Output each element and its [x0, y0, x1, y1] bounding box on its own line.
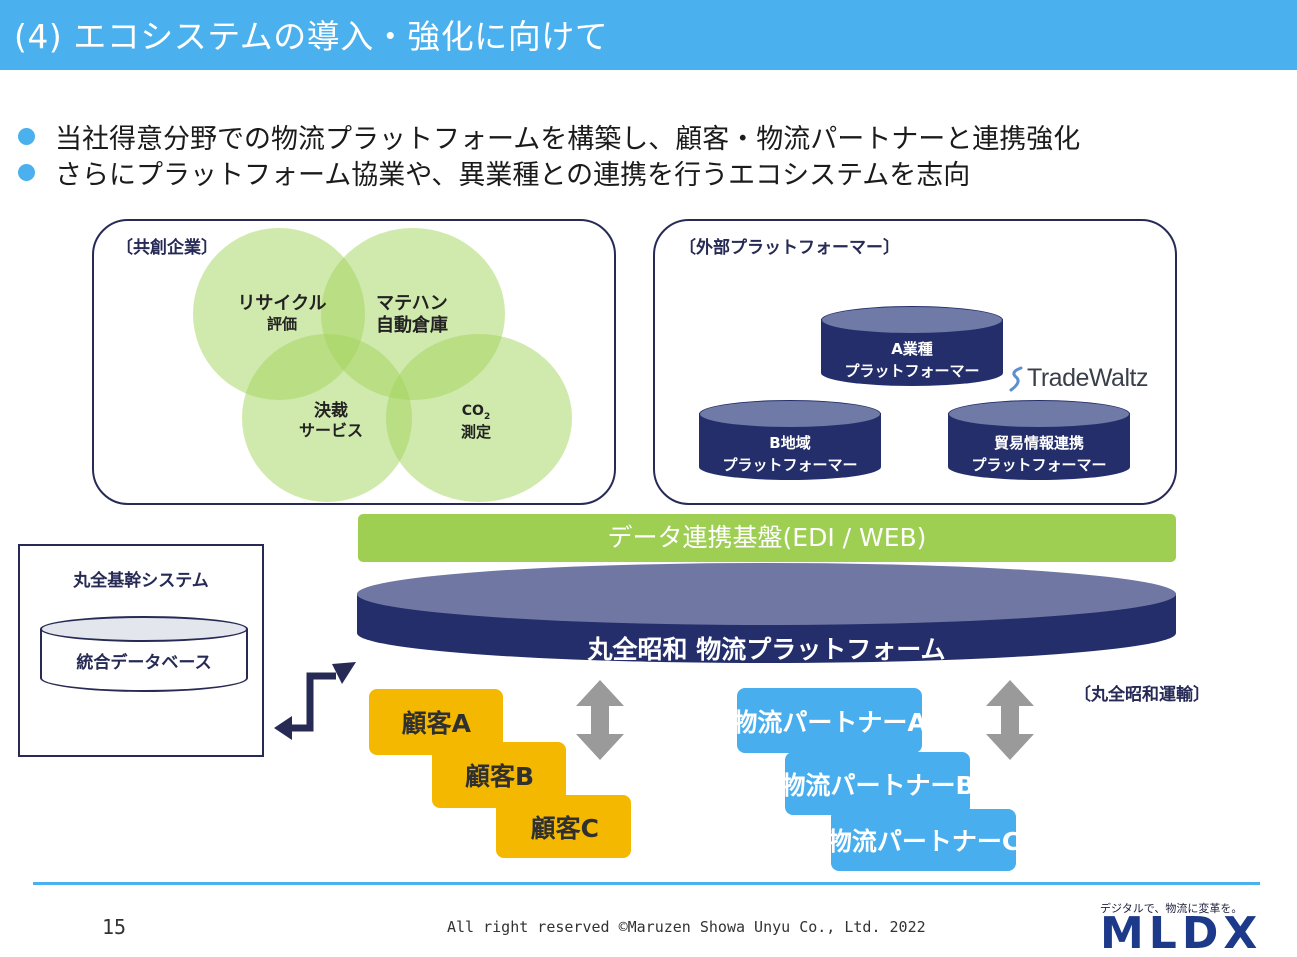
page-number: 15: [102, 915, 127, 939]
bullet-item: 当社得意分野での物流プラットフォームを構築し、顧客・物流パートナーと連携強化: [18, 117, 1080, 156]
core-system-title: 丸全基幹システム: [73, 571, 209, 591]
logistics-platform-top: [357, 563, 1176, 625]
partner-card: 物流パートナーB: [780, 752, 975, 815]
partner-card: 物流パートナーA: [732, 688, 927, 753]
mldx-logo: MLDX: [1100, 908, 1263, 957]
page-title: (4) エコシステムの導入・強化に向けて: [14, 17, 609, 56]
partner-card: 物流パートナーC: [827, 809, 1020, 871]
partner-sync-arrow-icon: [986, 680, 1034, 760]
trade-platform-cylinder: 貿易情報連携 プラットフォーマー: [948, 400, 1130, 480]
logistics-platform-label: 丸全昭和 物流プラットフォーム: [587, 635, 946, 664]
core-system-box: 丸全基幹システム 統合データベース: [18, 544, 264, 757]
edi-data-bar: データ連携基盤(EDI / WEB): [358, 514, 1176, 562]
platform-b-cylinder: B地域 プラットフォーマー: [699, 400, 881, 480]
venn-label-material-handling: マテハン 自動倉庫: [376, 293, 448, 336]
copyright-text: All right reserved ©Maruzen Showa Unyu C…: [447, 918, 926, 936]
integrated-database-cylinder: 統合データベース: [40, 616, 248, 692]
external-platformer-panel: 〔外部プラットフォーマー〕 A業種 プラットフォーマー B地域 プラットフォーマ…: [653, 219, 1177, 505]
venn-circle-co2: [386, 334, 572, 502]
bullet-text: さらにプラットフォーム協業や、異業種との連携を行うエコシステムを志向: [55, 160, 971, 191]
tradewaltz-wave-icon: [1009, 366, 1023, 391]
bullet-item: さらにプラットフォーム協業や、異業種との連携を行うエコシステムを志向: [18, 153, 970, 192]
header-bar: [0, 0, 1297, 70]
integrated-database-label: 統合データベース: [76, 653, 212, 673]
bullet-dot-icon: [18, 128, 35, 145]
venn-label-recycle: リサイクル 評価: [237, 293, 327, 333]
bullet-dot-icon: [18, 164, 35, 181]
platform-a-cylinder: A業種 プラットフォーマー: [821, 306, 1003, 386]
brand-tagline: デジタルで、物流に変革を。: [1100, 902, 1243, 915]
footer-divider: [33, 882, 1260, 885]
venn-label-payment: 決裁 サービス: [298, 401, 363, 441]
bullet-text: 当社得意分野での物流プラットフォームを構築し、顧客・物流パートナーと連携強化: [55, 124, 1081, 155]
co-creation-label: 〔共創企業〕: [116, 238, 218, 258]
customer-sync-arrow-icon: [576, 680, 624, 760]
tradewaltz-logo: TradeWaltz: [1007, 364, 1148, 393]
venn-circle-payment: [242, 334, 412, 502]
venn-label-co2: CO2 測定: [460, 403, 491, 441]
co-creation-panel: 〔共創企業〕 リサイクル 評価 マテハン 自動倉庫 決裁 サービス CO2 測定: [92, 219, 616, 505]
customer-card: 顧客C: [496, 795, 631, 858]
system-link-arrow-icon: [274, 662, 356, 740]
external-platformer-label: 〔外部プラットフォーマー〕: [679, 238, 900, 258]
platform-operator-label: 〔丸全昭和運輸〕: [1074, 685, 1210, 705]
